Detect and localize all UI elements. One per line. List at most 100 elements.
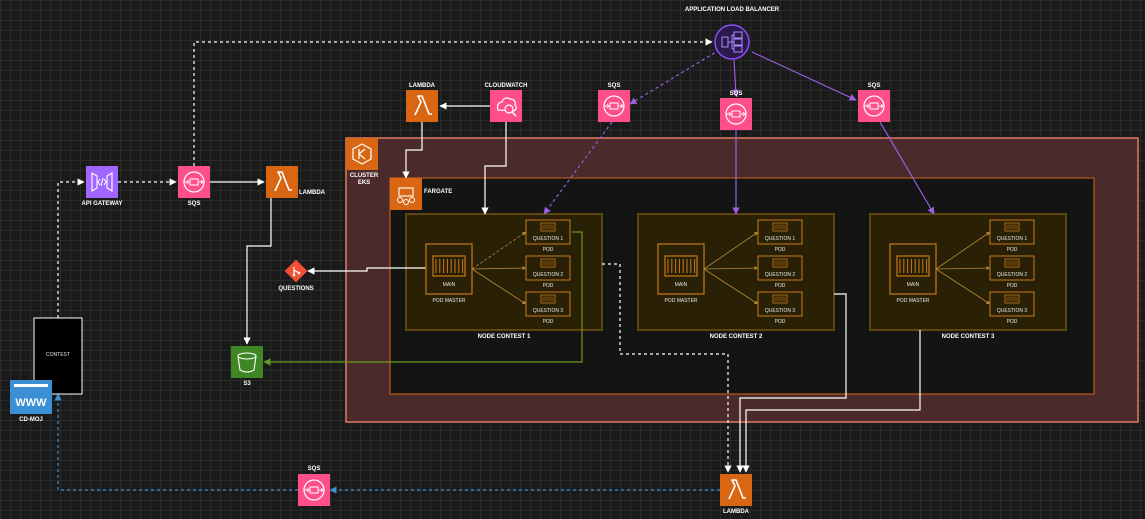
- question-pod[interactable]: [757, 291, 803, 317]
- eks-icon[interactable]: [346, 138, 378, 170]
- alb-icon[interactable]: [714, 24, 750, 60]
- question-label: QUESTION 2: [533, 272, 564, 278]
- fargate-label: FARGATE: [424, 189, 452, 195]
- pod-label: POD: [1007, 247, 1018, 253]
- lambda-icon[interactable]: [266, 166, 298, 198]
- edge-main-question: [471, 231, 527, 270]
- edge-main-question: [703, 268, 759, 305]
- question-pod[interactable]: [757, 219, 803, 245]
- eks-label: EKS: [358, 180, 370, 186]
- lambda-mid-label: LAMBDA: [299, 190, 326, 196]
- main-label: MAIN: [675, 282, 688, 288]
- edge-main-question: [935, 268, 991, 305]
- pod-label: POD: [543, 283, 554, 289]
- edge-contest-apigw: [57, 178, 85, 318]
- edge-sqs3-node3: [879, 121, 935, 215]
- edge-main-question: [471, 268, 527, 305]
- question-pod[interactable]: [989, 219, 1035, 245]
- pod-label: POD: [775, 247, 786, 253]
- question-label: QUESTION 2: [997, 272, 1028, 278]
- edge-lambda-s3: [243, 198, 272, 345]
- question-label: QUESTION 3: [533, 308, 564, 314]
- edge-main-question: [471, 266, 527, 271]
- edge-node2-lambda: [736, 293, 847, 473]
- edge-sqs1-node1: [543, 121, 613, 215]
- pod-master[interactable]: [657, 243, 705, 295]
- edge-sqs-alb-purple: [629, 51, 717, 105]
- question-label: QUESTION 1: [997, 236, 1028, 242]
- node-title: NODE CONTEST 3: [942, 334, 995, 340]
- pod-master-label: POD MASTER: [432, 298, 465, 304]
- s3-bucket-icon[interactable]: [231, 346, 263, 378]
- sqs-top2-label: SQS: [730, 91, 743, 97]
- edge-node1-s3: [263, 231, 583, 366]
- api-gateway-icon[interactable]: [86, 166, 118, 198]
- question-pod[interactable]: [757, 255, 803, 281]
- lambda-icon[interactable]: [720, 474, 752, 506]
- edge-cloudwatch-node: [481, 122, 507, 215]
- question-pod[interactable]: [525, 255, 571, 281]
- node-contest-1-contents: MAIN POD MASTER NODE CONTEST 1 QUESTION 1 PO…: [425, 219, 571, 340]
- lambda-bottom-label: LAMBDA: [723, 509, 750, 515]
- pod-master[interactable]: [425, 243, 473, 295]
- api-gateway-label: API GATEWAY: [81, 201, 122, 207]
- edge-lambda-fargate: [402, 122, 423, 179]
- question-label: QUESTION 1: [533, 236, 564, 242]
- question-label: QUESTION 2: [765, 272, 796, 278]
- fargate-icon[interactable]: [390, 178, 422, 210]
- node-title: NODE CONTEST 1: [478, 334, 531, 340]
- contest-label: CONTEST: [46, 352, 70, 358]
- question-pod[interactable]: [989, 255, 1035, 281]
- sqs-icon[interactable]: [720, 98, 752, 130]
- edge-node3-lambda: [742, 330, 921, 473]
- pod-label: POD: [543, 247, 554, 253]
- website-icon[interactable]: [10, 380, 52, 414]
- pod-label: POD: [1007, 283, 1018, 289]
- sqs-top3-label: SQS: [868, 83, 881, 89]
- edge-sqs-bottom-cdmoj: [54, 393, 298, 491]
- lambda-icon[interactable]: [406, 90, 438, 122]
- git-icon[interactable]: [284, 259, 308, 283]
- cloudwatch-icon[interactable]: [490, 90, 522, 122]
- www-label: WWW: [15, 397, 47, 409]
- alb-label: APPLICATION LOAD BALANCER: [685, 7, 780, 13]
- question-label: QUESTION 3: [765, 308, 796, 314]
- lambda-top-label: LAMBDA: [409, 83, 436, 89]
- pod-label: POD: [1007, 319, 1018, 325]
- sqs-top1-label: SQS: [608, 83, 621, 89]
- edge-main-question: [703, 231, 759, 270]
- sqs-bottom-label: SQS: [308, 466, 321, 472]
- question-label: QUESTION 3: [997, 308, 1028, 314]
- pod-label: POD: [775, 319, 786, 325]
- question-pod[interactable]: [525, 219, 571, 245]
- sqs-icon[interactable]: [178, 166, 210, 198]
- edge-main-questions: [307, 267, 426, 275]
- question-pod[interactable]: [989, 291, 1035, 317]
- main-label: MAIN: [907, 282, 920, 288]
- edge-main-question: [935, 266, 991, 271]
- sqs-icon[interactable]: [598, 90, 630, 122]
- s3-label: S3: [243, 381, 251, 387]
- edge-alb-sqs3: [751, 51, 857, 101]
- main-label: MAIN: [443, 282, 456, 288]
- edge-sqs-alb: [193, 38, 713, 166]
- questions-label: QUESTIONS: [278, 286, 313, 292]
- edge-alb-sqs2: [732, 59, 740, 97]
- sqs-icon[interactable]: [858, 90, 890, 122]
- edge-main-question: [935, 231, 991, 270]
- pod-label: POD: [543, 319, 554, 325]
- cluster-label: CLUSTER: [350, 173, 379, 179]
- cloudwatch-label: CLOUDWATCH: [485, 83, 528, 89]
- edge-node1-lambda: [602, 263, 732, 473]
- pod-label: POD: [775, 283, 786, 289]
- node-title: NODE CONTEST 2: [710, 334, 763, 340]
- question-label: QUESTION 1: [765, 236, 796, 242]
- sqs-icon[interactable]: [298, 474, 330, 506]
- question-pod[interactable]: [525, 291, 571, 317]
- sqs-mid-label: SQS: [188, 201, 201, 207]
- cdmoj-label: CD-MOJ: [19, 417, 43, 423]
- edge-main-question: [703, 266, 759, 271]
